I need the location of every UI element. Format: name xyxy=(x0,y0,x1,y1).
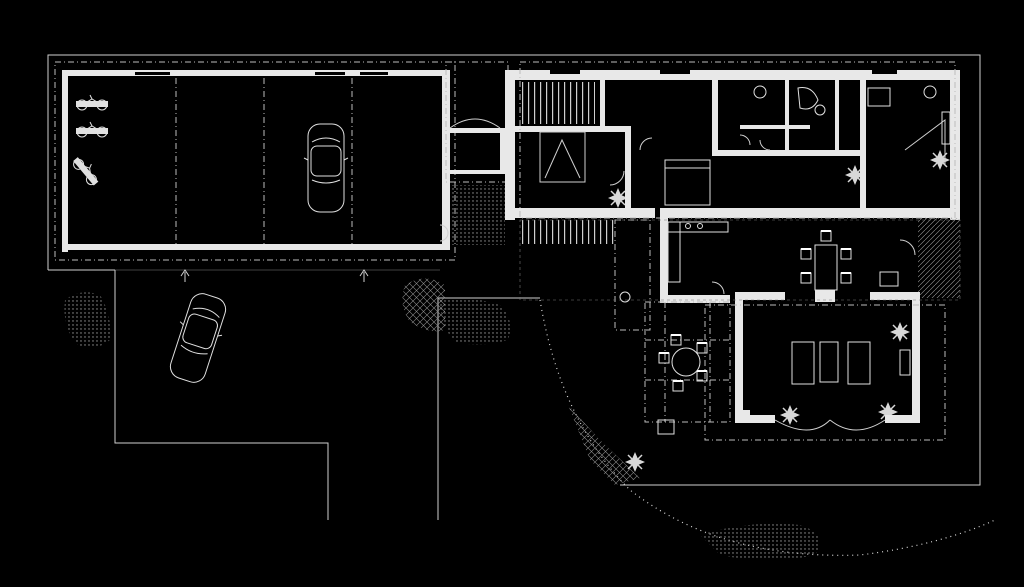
house-walls xyxy=(505,61,960,220)
bicycles xyxy=(70,94,109,188)
chair-icon xyxy=(820,230,832,242)
bedroom xyxy=(609,137,711,206)
bicycle-icon xyxy=(75,94,109,111)
curved-path xyxy=(539,299,996,556)
kitchen xyxy=(614,216,730,331)
chair-icon xyxy=(672,380,684,392)
bicycle-icon xyxy=(70,152,104,188)
driveway-car-icon xyxy=(162,288,234,388)
parked-car-icon xyxy=(303,123,349,213)
bathroom xyxy=(739,85,951,165)
chair-icon xyxy=(800,248,812,260)
bicycle-icon xyxy=(75,121,109,138)
chair-icon xyxy=(800,272,812,284)
chair-icon xyxy=(658,352,670,364)
shrub-icon xyxy=(889,321,911,343)
shrub-icon xyxy=(624,451,646,473)
garage xyxy=(54,61,456,261)
chair-icon xyxy=(840,248,852,260)
staircase xyxy=(518,82,618,244)
chair-icon xyxy=(840,272,852,284)
shrub-icon xyxy=(779,404,801,426)
living-room xyxy=(704,292,946,441)
garden-plants xyxy=(64,149,951,560)
entrance-arrows xyxy=(180,269,369,282)
shrub-icon xyxy=(929,149,951,171)
terrace xyxy=(519,219,961,435)
dining-area xyxy=(800,218,960,302)
